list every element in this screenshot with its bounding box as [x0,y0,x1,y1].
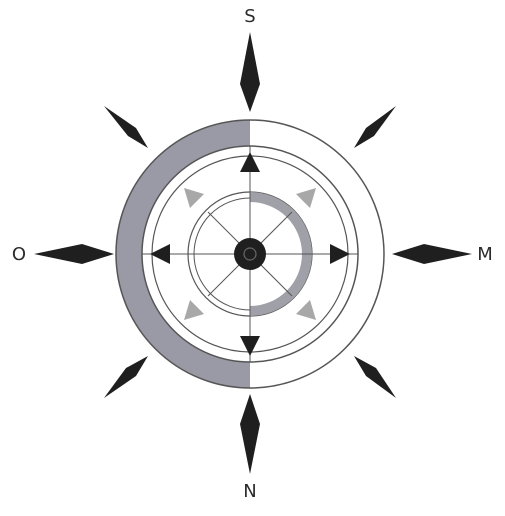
arrow-left-icon [150,244,170,264]
label-top: S [244,6,255,27]
arrow-up-icon [240,152,260,172]
label-left: O [12,244,26,265]
spike-bottom [240,394,260,474]
hub-outer [234,238,266,270]
label-right: M [477,244,493,265]
arrow-right-icon [330,244,350,264]
spike-right [392,244,472,264]
spike-left [34,244,114,264]
spike-top-left [104,106,148,148]
spike-top [240,32,260,112]
arrow-up-right-icon [296,188,316,208]
spike-bottom-right [354,356,396,398]
center-hub [234,238,266,270]
spike-bottom-left [104,356,148,398]
label-bottom: N [243,481,256,502]
arrow-down-right-icon [296,300,316,320]
arrow-down-left-icon [184,300,204,320]
arrow-down-icon [240,336,260,356]
arrow-up-left-icon [184,188,204,208]
spike-top-right [354,106,396,148]
